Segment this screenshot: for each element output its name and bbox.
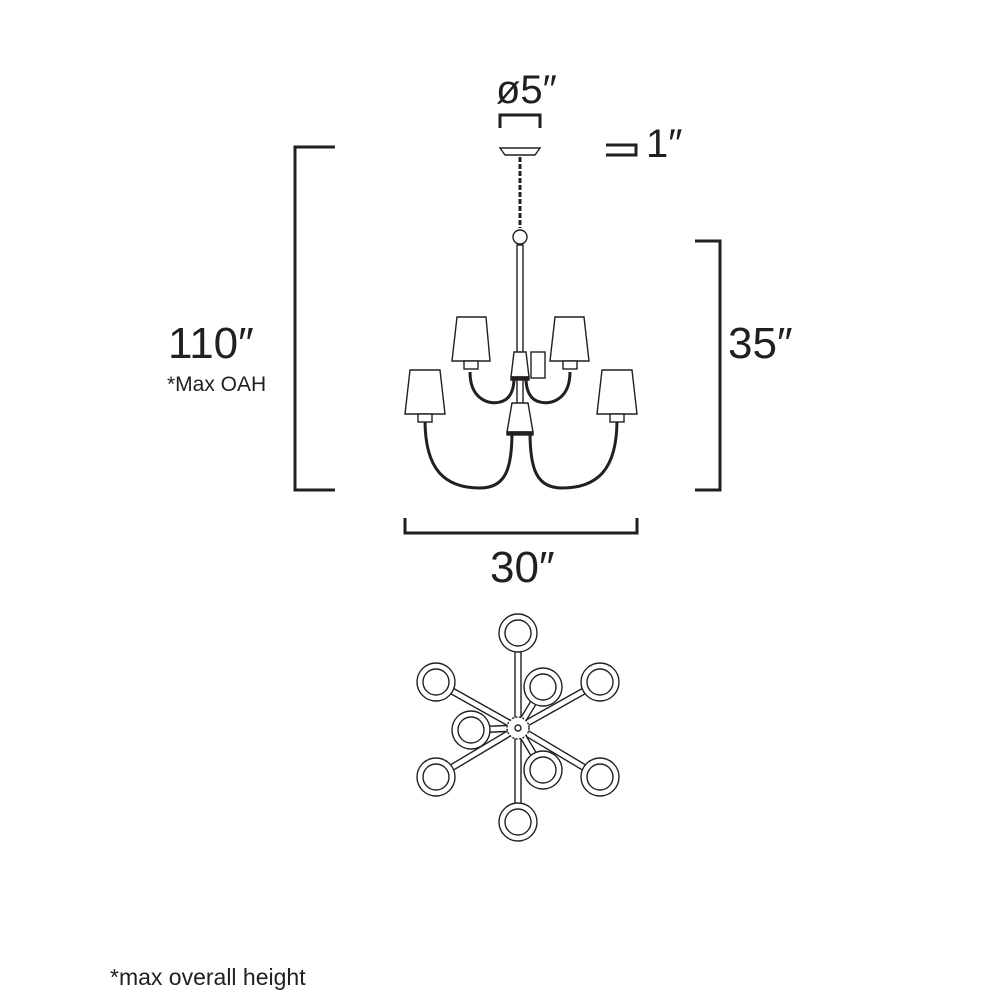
- shade-opening: [422, 668, 450, 696]
- canopy: [498, 147, 542, 156]
- canopy-height-label: 1″: [646, 122, 683, 166]
- shade-opening: [504, 619, 532, 647]
- hub-center: [514, 724, 522, 732]
- max-oah-note: *Max OAH: [167, 373, 267, 396]
- shade: [549, 316, 590, 362]
- upper-right-arm: [524, 371, 572, 405]
- shade-opening: [504, 808, 532, 836]
- fixture-height-label: 35″: [728, 319, 793, 368]
- footnote: *max overall height: [110, 964, 306, 990]
- shade-opening: [457, 716, 485, 744]
- lower-right-arm: [528, 419, 619, 490]
- shade-opening: [586, 668, 614, 696]
- max-height-label: 110″: [168, 319, 254, 368]
- shade-opening: [529, 673, 557, 701]
- upper-left-arm: [468, 371, 516, 405]
- shade: [596, 369, 638, 415]
- canopy-width-bracket: [498, 113, 542, 128]
- shade: [404, 369, 446, 415]
- fixture-height-bracket: [695, 239, 722, 492]
- shade-opening: [586, 763, 614, 791]
- fixture-width-label: 30″: [490, 543, 555, 592]
- width-bracket: [403, 518, 639, 535]
- loop-ring: [512, 229, 528, 245]
- stem: [516, 244, 524, 406]
- overall-height-bracket: [293, 145, 335, 492]
- side-view: [404, 147, 638, 490]
- top-view: [416, 613, 620, 842]
- shade-opening: [422, 763, 450, 791]
- upper-body: [510, 351, 530, 378]
- lower-body: [506, 402, 534, 433]
- canopy-height-mark: [606, 143, 638, 157]
- canopy-diameter-label: ø5″: [496, 68, 557, 112]
- lower-left-arm: [423, 419, 514, 490]
- shade-opening: [529, 756, 557, 784]
- shade: [451, 316, 491, 362]
